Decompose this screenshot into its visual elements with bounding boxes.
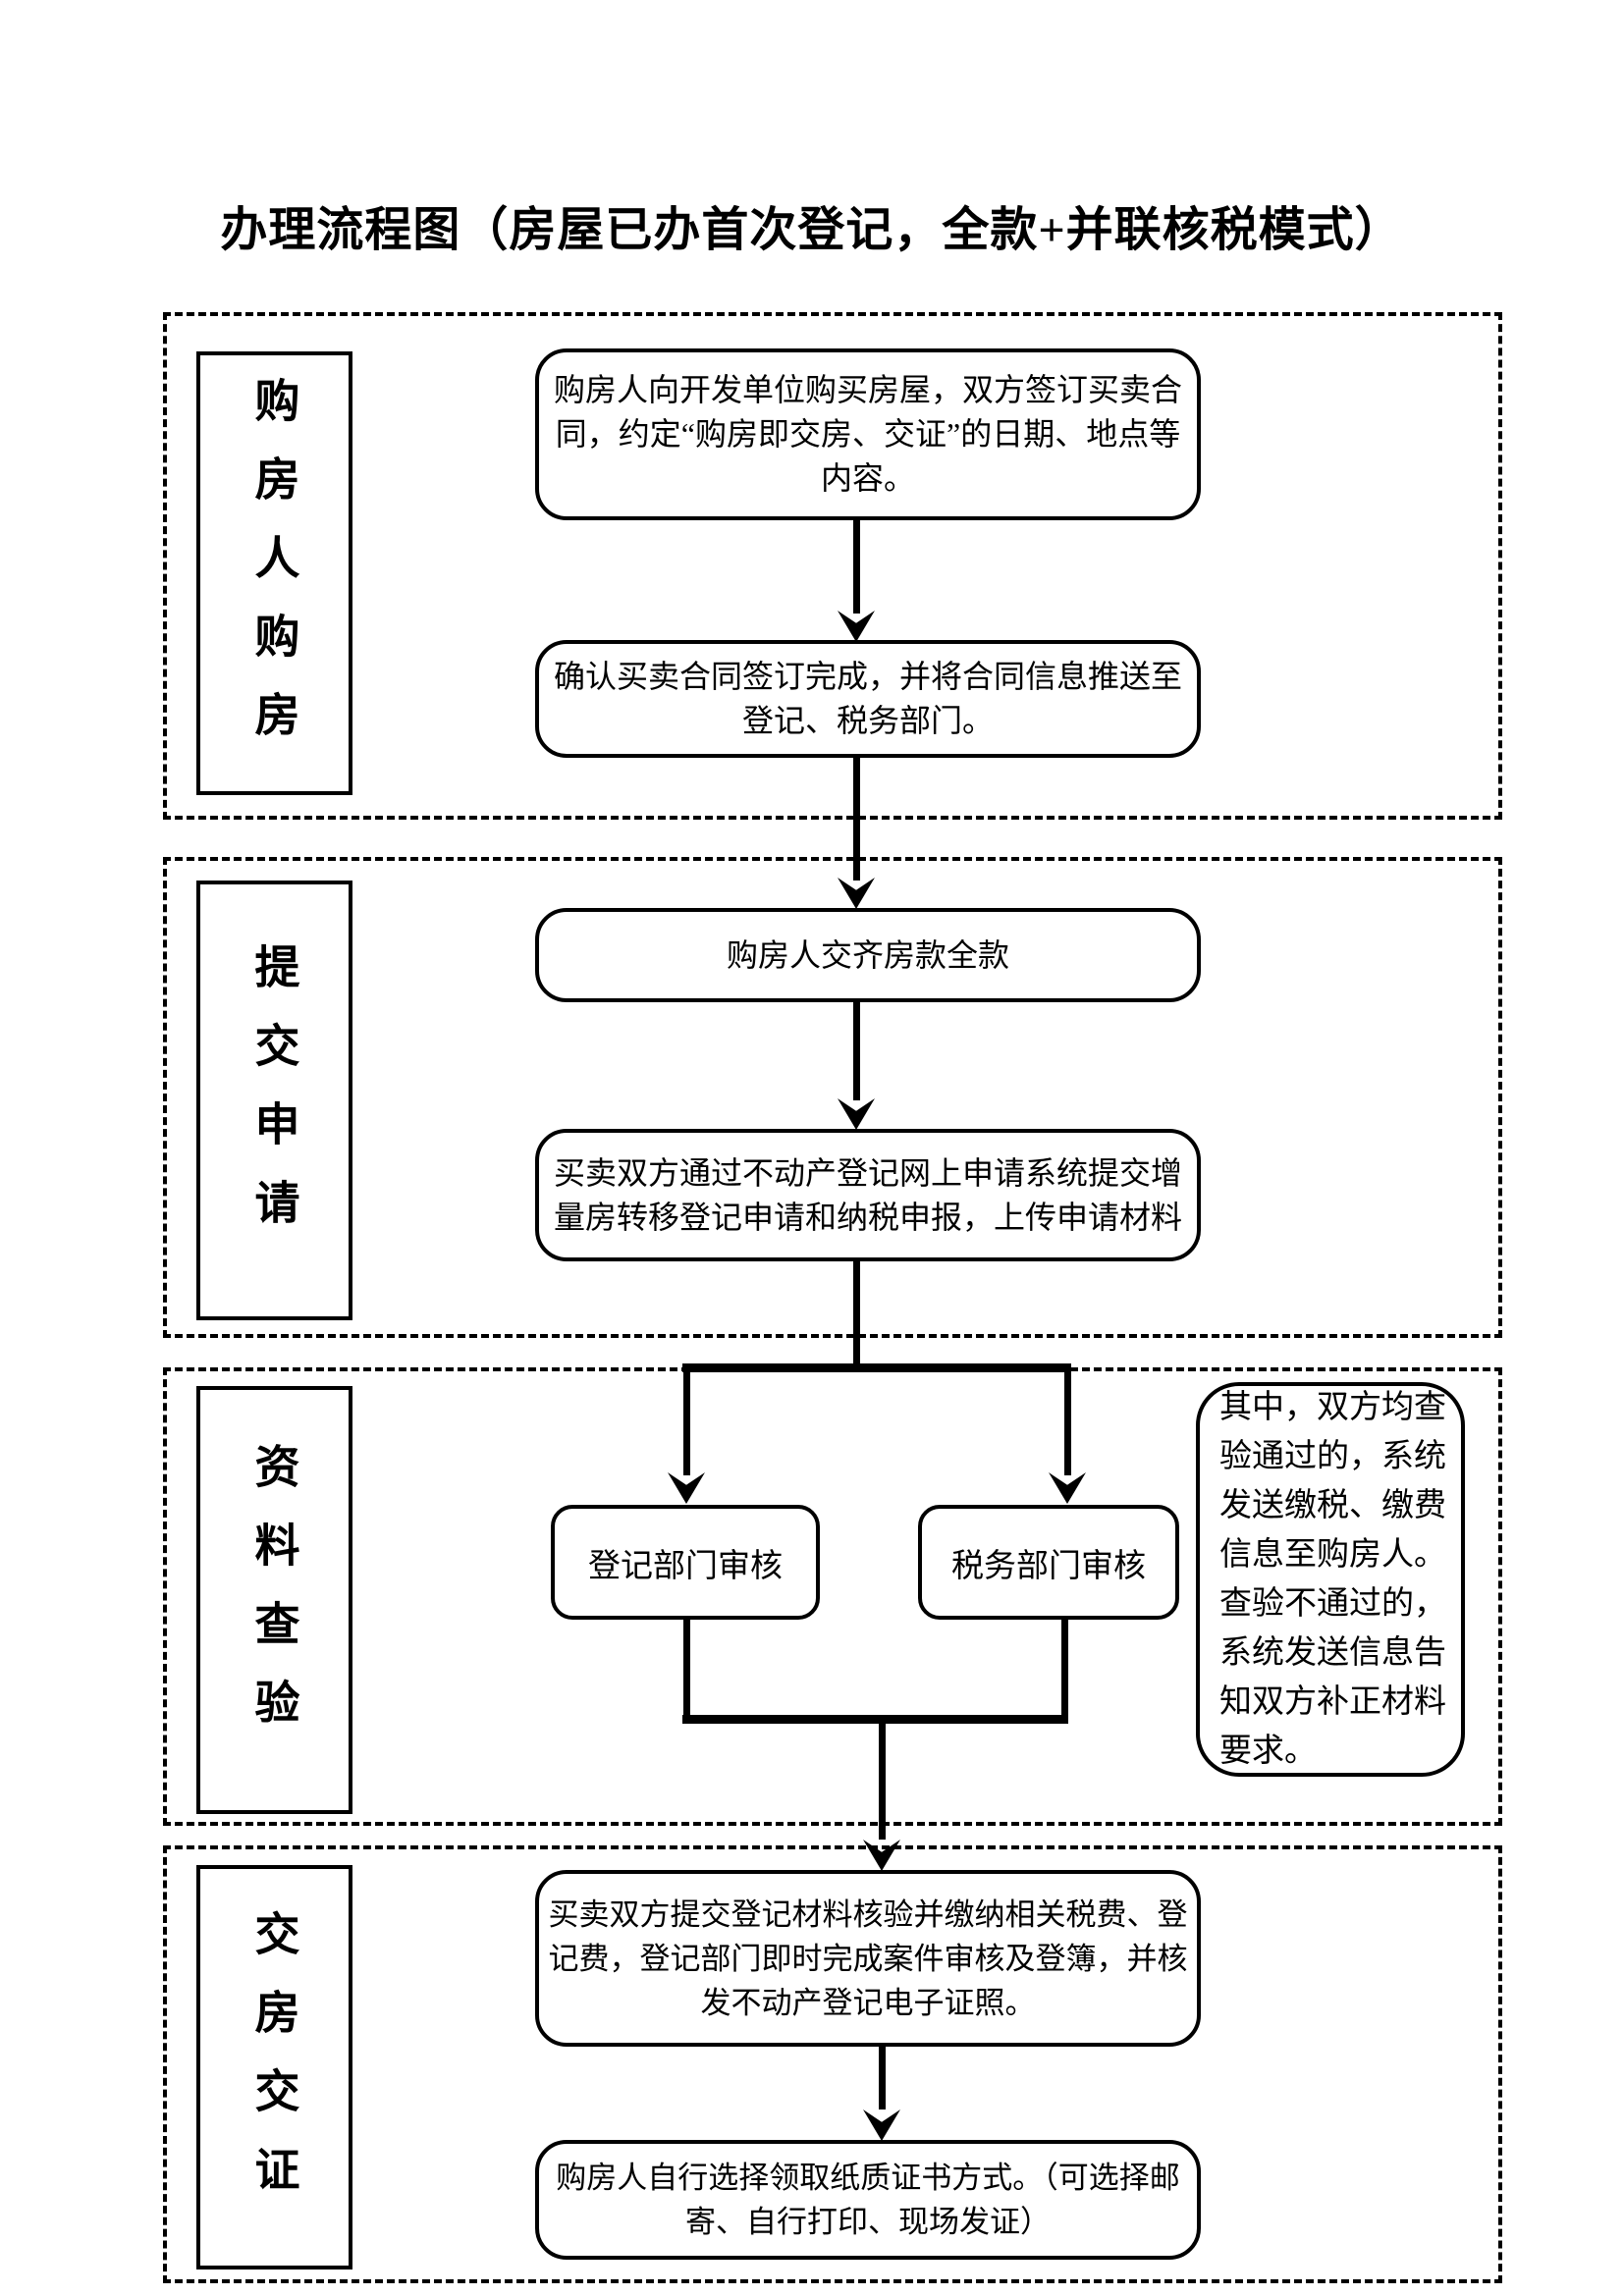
connector-line <box>1061 1620 1068 1720</box>
box-tax-review: 税务部门审核 <box>918 1505 1179 1620</box>
connector-line <box>853 520 860 614</box>
step-confirm-push: 确认买卖合同签订完成，并将合同信息推送至登记、税务部门。 <box>535 640 1201 758</box>
section-submit-application <box>163 857 1502 1338</box>
stage-label-buyer-purchase: 购房人购房 <box>196 351 352 795</box>
branch-join-bar <box>682 1715 1068 1724</box>
connector-line <box>683 1367 690 1475</box>
section-buyer-purchase <box>163 312 1502 820</box>
box-registration-review: 登记部门审核 <box>551 1505 820 1620</box>
stage-label-text: 提交申请 <box>248 943 300 1257</box>
step-verify-pay-issue: 买卖双方提交登记材料核验并缴纳相关税费、登记费，登记部门即时完成案件审核及登簿，… <box>535 1870 1201 2047</box>
connector-line <box>853 1002 860 1100</box>
stage-label-document-review: 资料查验 <box>196 1386 352 1814</box>
stage-label-text: 资料查验 <box>248 1443 300 1757</box>
note-review-result-text: 其中，双方均查验通过的，系统发送缴税、缴费信息至购房人。查验不通过的，系统发送信… <box>1219 1390 1446 1769</box>
connector-line <box>879 1720 886 1840</box>
connector-line <box>1064 1367 1071 1475</box>
step-online-submit-text: 买卖双方通过不动产登记网上申请系统提交增量房转移登记申请和纳税申报，上传申请材料 <box>553 1154 1182 1235</box>
connector-line <box>853 758 860 881</box>
step-sign-contract: 购房人向开发单位购买房屋，双方签订买卖合同，约定“购房即交房、交证”的日期、地点… <box>535 348 1201 520</box>
diagram-title: 办理流程图（房屋已办首次登记，全款+并联核税模式） <box>220 204 1403 256</box>
step-confirm-push-text: 确认买卖合同签订完成，并将合同信息推送至登记、税务部门。 <box>553 659 1182 738</box>
step-online-submit: 买卖双方通过不动产登记网上申请系统提交增量房转移登记申请和纳税申报，上传申请材料 <box>535 1129 1201 1261</box>
box-tax-review-text: 税务部门审核 <box>951 1548 1146 1584</box>
step-pay-full: 购房人交齐房款全款 <box>535 908 1201 1002</box>
step-sign-contract-text: 购房人向开发单位购买房屋，双方签订买卖合同，约定“购房即交房、交证”的日期、地点… <box>553 372 1182 496</box>
connector-line <box>683 1620 690 1720</box>
branch-split-bar <box>682 1363 1071 1372</box>
section-delivery-certification <box>163 1845 1502 2283</box>
step-paper-cert-choice: 购房人自行选择领取纸质证书方式。（可选择邮寄、自行打印、现场发证） <box>535 2140 1201 2260</box>
step-verify-pay-issue-text: 买卖双方提交登记材料核验并缴纳相关税费、登记费，登记部门即时完成案件审核及登簿，… <box>548 1896 1188 2020</box>
step-pay-full-text: 购房人交齐房款全款 <box>726 936 1009 973</box>
step-paper-cert-choice-text: 购房人自行选择领取纸质证书方式。（可选择邮寄、自行打印、现场发证） <box>556 2161 1180 2239</box>
stage-label-delivery-certification: 交房交证 <box>196 1865 352 2269</box>
connector-line <box>879 2047 886 2109</box>
note-review-result: 其中，双方均查验通过的，系统发送缴税、缴费信息至购房人。查验不通过的，系统发送信… <box>1196 1382 1465 1777</box>
stage-label-submit-application: 提交申请 <box>196 881 352 1320</box>
connector-line <box>853 1261 860 1367</box>
stage-label-text: 交房交证 <box>248 1910 300 2224</box>
box-registration-review-text: 登记部门审核 <box>588 1548 783 1584</box>
stage-label-text: 购房人购房 <box>248 377 300 770</box>
